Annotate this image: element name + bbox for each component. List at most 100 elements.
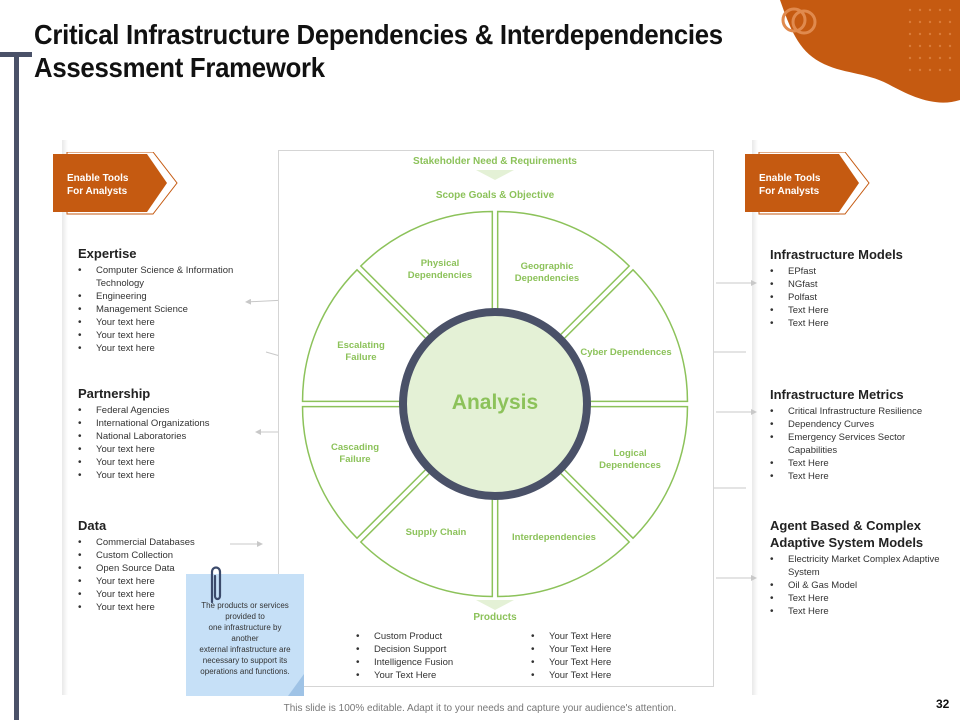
segment-geographic-line2: Dependencies — [514, 273, 580, 284]
segment-cascading: Cascading Failure — [318, 442, 392, 466]
segment-interdependencies: Interdependencies — [512, 532, 596, 543]
left-tag-line2: For Analysts — [67, 186, 128, 197]
note-line: necessary to support its — [202, 656, 288, 665]
list-item: Open Source Data — [78, 562, 258, 575]
list-item: Your Text Here — [531, 669, 681, 682]
left-tools-tag: Enable Tools For Analysts — [53, 152, 178, 215]
agent-heading-line2: Adaptive System Models — [770, 535, 924, 550]
list-item: Federal Agencies — [78, 404, 258, 417]
segment-cyber: Cyber Dependences — [580, 347, 672, 358]
right-panel-edge — [752, 140, 758, 695]
data-heading: Data — [78, 518, 107, 533]
list-item: Your text here — [78, 575, 258, 588]
list-item: Text Here — [770, 317, 955, 330]
note-text: The products or services provided to one… — [192, 600, 298, 677]
list-item: Your text here — [78, 601, 258, 614]
list-item: Polfast — [770, 291, 955, 304]
list-item: Commercial Databases — [78, 536, 258, 549]
left-accent-bar — [14, 52, 19, 720]
footer-note: This slide is 100% editable. Adapt it to… — [283, 703, 677, 714]
expertise-list: Computer Science & Information Technolog… — [78, 264, 258, 355]
sticky-note — [186, 574, 304, 696]
note-line: another — [231, 634, 259, 643]
list-item: Your text here — [78, 342, 258, 355]
segment-geographic-line1: Geographic — [520, 261, 574, 272]
list-item: Text Here — [770, 605, 955, 618]
note-line: one infrastructure by — [208, 623, 282, 632]
list-item: Custom Collection — [78, 549, 258, 562]
note-line: operations and functions. — [200, 667, 290, 676]
partnership-list: Federal Agencies International Organizat… — [78, 404, 258, 482]
stakeholder-label: Stakeholder Need & Requirements — [413, 156, 577, 167]
list-item: Custom Product — [356, 630, 506, 643]
products-right-list: Your Text Here Your Text Here Your Text … — [531, 630, 681, 682]
list-item: Your text here — [78, 443, 258, 456]
list-item: Your text here — [78, 456, 258, 469]
note-line: external infrastructure are — [199, 645, 291, 654]
products-left-list: Custom Product Decision Support Intellig… — [356, 630, 506, 682]
infrastructure-models-section: Infrastructure Models EPfast NGfast Polf… — [770, 247, 955, 330]
list-item: Your text here — [78, 316, 258, 329]
list-item: National Laboratories — [78, 430, 258, 443]
partnership-heading: Partnership — [78, 386, 151, 401]
products-arrow — [476, 600, 514, 610]
note-line: provided to — [225, 612, 265, 621]
left-panel-edge — [62, 140, 68, 695]
list-item: Oil & Gas Model — [770, 579, 955, 592]
ring-icon — [781, 7, 807, 33]
segment-escalating: Escalating Failure — [324, 340, 398, 364]
segment-cascading-line2: Failure — [339, 454, 371, 465]
agent-models-section: Agent Based & Complex Adaptive System Mo… — [770, 517, 955, 618]
agent-heading: Agent Based & Complex Adaptive System Mo… — [770, 517, 955, 551]
segment-escalating-line1: Escalating — [337, 340, 385, 351]
page-title: Critical Infrastructure Dependencies & I… — [34, 19, 723, 83]
analysis-wheel — [301, 170, 689, 610]
left-tag-line1: Enable Tools — [67, 173, 129, 184]
list-item: Intelligence Fusion — [356, 656, 506, 669]
models-heading: Infrastructure Models — [770, 247, 903, 262]
data-list: Commercial Databases Custom Collection O… — [78, 536, 258, 614]
metrics-heading: Infrastructure Metrics — [770, 387, 904, 402]
list-item: Text Here — [770, 304, 955, 317]
segment-physical-line2: Dependencies — [407, 270, 473, 281]
segment-cascading-line1: Cascading — [330, 442, 380, 453]
segment-escalating-line2: Failure — [345, 352, 377, 363]
scope-label: Scope Goals & Objective — [435, 190, 555, 201]
list-item: Your Text Here — [531, 656, 681, 669]
products-label: Products — [473, 612, 517, 623]
segment-physical-line1: Physical — [420, 258, 460, 269]
note-fold — [288, 674, 304, 696]
list-item: International Organizations — [78, 417, 258, 430]
list-item: Text Here — [770, 470, 955, 483]
list-item: Dependency Curves — [770, 418, 955, 431]
list-item: NGfast — [770, 278, 955, 291]
list-item: Text Here — [770, 592, 955, 605]
agent-list: Electricity Market Complex Adaptive Syst… — [770, 553, 955, 618]
segment-physical: Physical Dependencies — [395, 258, 485, 282]
agent-heading-line1: Agent Based & Complex — [770, 518, 921, 533]
segment-supply-chain: Supply Chain — [405, 527, 467, 538]
page-number: 32 — [936, 697, 950, 711]
metrics-list: Critical Infrastructure Resilience Depen… — [770, 405, 955, 483]
top-accent-bar — [0, 52, 32, 57]
list-item: Emergency Services Sector Capabilities — [770, 431, 955, 457]
analysis-hub — [399, 308, 591, 500]
models-list: EPfast NGfast Polfast Text Here Text Her… — [770, 265, 955, 330]
right-tools-tag: Enable Tools For Analysts — [745, 152, 870, 215]
list-item: Your Text Here — [531, 643, 681, 656]
expertise-section: Expertise Computer Science & Information… — [78, 246, 258, 355]
partnership-section: Partnership Federal Agencies Internation… — [78, 386, 258, 482]
list-item: Management Science — [78, 303, 258, 316]
segment-geographic: Geographic Dependencies — [502, 261, 592, 285]
list-item: Electricity Market Complex Adaptive Syst… — [770, 553, 955, 579]
list-item: Engineering — [78, 290, 258, 303]
list-item: Your text here — [78, 329, 258, 342]
segment-logical: Logical Dependences — [590, 448, 670, 472]
stakeholder-arrow — [476, 170, 514, 180]
infrastructure-metrics-section: Infrastructure Metrics Critical Infrastr… — [770, 387, 955, 483]
segment-logical-line2: Dependences — [599, 460, 661, 471]
right-tag-line1: Enable Tools — [759, 173, 821, 184]
analysis-label: Analysis — [451, 391, 539, 414]
paperclip-icon — [210, 566, 222, 604]
note-line: The products or services — [201, 601, 289, 610]
